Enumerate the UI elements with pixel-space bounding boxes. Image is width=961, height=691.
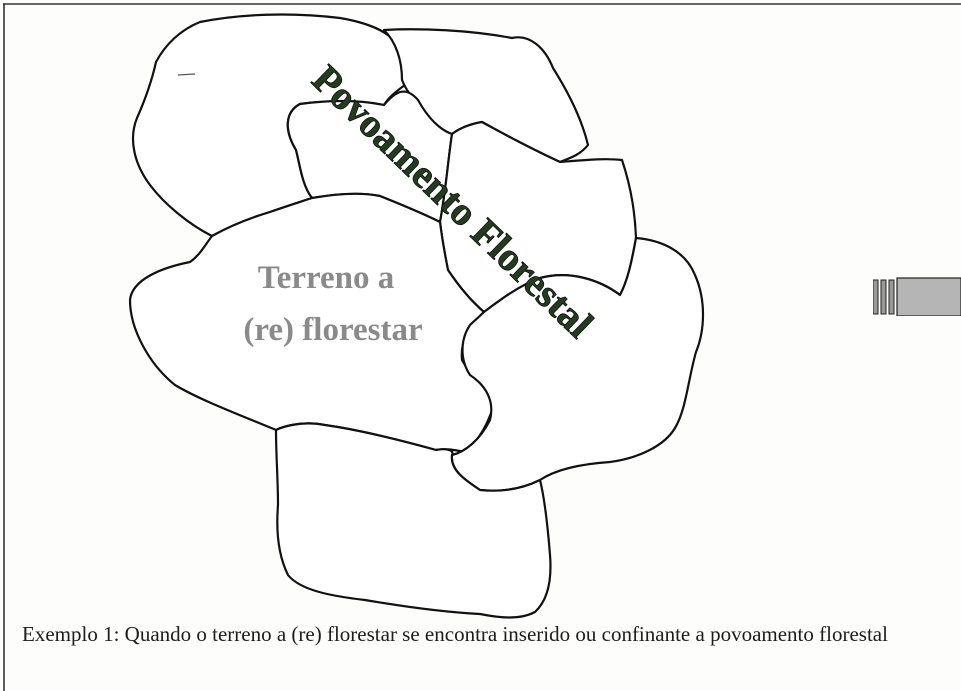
striped-bar-icon: [873, 277, 961, 316]
stray-mark: [177, 73, 196, 76]
target-land-label-line1: Terreno a: [258, 260, 395, 296]
parcel-bottom: [274, 422, 552, 619]
parcel-right: [450, 236, 705, 492]
target-land-label-line2: (re) florestar: [243, 312, 422, 348]
figure-caption: Exemplo 1: Quando o terreno a (re) flore…: [22, 622, 888, 646]
parcel-target-land: [128, 192, 497, 454]
